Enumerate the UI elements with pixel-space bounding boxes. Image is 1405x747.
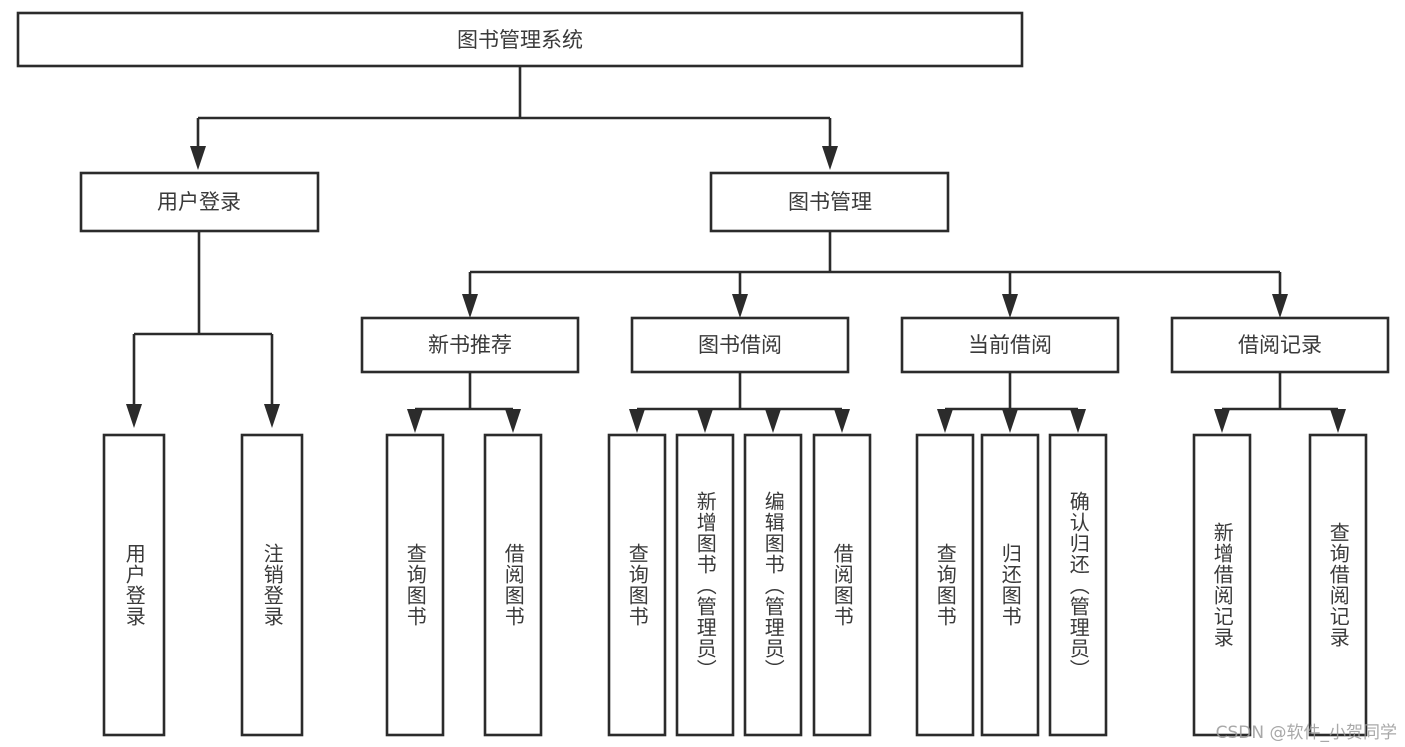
- root-label: 图书管理系统: [457, 28, 583, 52]
- arrow-to-book-management: [822, 146, 838, 170]
- book-management-label: 图书管理: [788, 190, 872, 214]
- node-book-borrow[interactable]: 图书借阅: [630, 316, 850, 374]
- connector-new-book-recommend-to-leaves: [407, 372, 521, 433]
- connector-borrow-record-to-leaves: [1214, 372, 1346, 433]
- arrow-to-leaf-confirm-return: [1070, 409, 1086, 433]
- leaf-box-borrow-book-1[interactable]: [483, 433, 543, 737]
- new-book-recommend-label: 新书推荐: [428, 333, 512, 357]
- arrow-to-leaf-query-record: [1330, 409, 1346, 433]
- connector-user-login-to-leaves: [126, 231, 280, 428]
- leaf-box-confirm-return[interactable]: [1048, 433, 1108, 737]
- arrow-to-leaf-add-book: [697, 409, 713, 433]
- arrow-to-borrow-record: [1272, 294, 1288, 318]
- node-user-login[interactable]: 用户登录: [79, 171, 320, 233]
- arrow-to-leaf-query-book-3: [937, 409, 953, 433]
- leaf-box-query-record[interactable]: [1308, 433, 1368, 737]
- leaf-box-borrow-book-2[interactable]: [812, 433, 872, 737]
- new-book-recommend-box: [360, 316, 580, 374]
- arrow-to-leaf-borrow-book-2: [834, 409, 850, 433]
- node-new-book-recommend[interactable]: 新书推荐: [360, 316, 580, 374]
- user-login-box: [79, 171, 320, 233]
- leaf-box-query-book-1[interactable]: [385, 433, 445, 737]
- current-borrow-label: 当前借阅: [968, 333, 1052, 357]
- arrow-to-leaf-query-book-1: [407, 409, 423, 433]
- leaf-box-add-record[interactable]: [1192, 433, 1252, 737]
- book-borrow-label: 图书借阅: [698, 333, 782, 357]
- borrow-record-label: 借阅记录: [1238, 333, 1322, 357]
- leaf-box-user-login[interactable]: [102, 433, 166, 737]
- node-current-borrow[interactable]: 当前借阅: [900, 316, 1120, 374]
- root-box: [16, 11, 1024, 68]
- arrow-to-current-borrow: [1002, 294, 1018, 318]
- arrow-to-leaf-query-book-2: [629, 409, 645, 433]
- arrow-to-leaf-user-login: [126, 404, 142, 428]
- watermark-text: CSDN @软件_小贺同学: [1215, 723, 1397, 743]
- arrow-to-leaf-return-book: [1002, 409, 1018, 433]
- leaf-box-edit-book[interactable]: [743, 433, 803, 737]
- arrow-to-book-borrow: [732, 294, 748, 318]
- node-root[interactable]: 图书管理系统: [16, 11, 1024, 68]
- leaf-box-add-book[interactable]: [675, 433, 735, 737]
- current-borrow-box: [900, 316, 1120, 374]
- leaf-box-query-book-3[interactable]: [915, 433, 975, 737]
- node-book-management[interactable]: 图书管理: [709, 171, 950, 233]
- arrow-to-leaf-borrow-book-1: [505, 409, 521, 433]
- leaf-box-query-book-2[interactable]: [607, 433, 667, 737]
- leaf-box-return-book[interactable]: [980, 433, 1040, 737]
- arrow-to-leaf-logout-login: [264, 404, 280, 428]
- connector-root-to-level1: [190, 66, 838, 170]
- arrow-to-leaf-add-record: [1214, 409, 1230, 433]
- connector-book-management-to-level2: [462, 231, 1288, 318]
- node-borrow-record[interactable]: 借阅记录: [1170, 316, 1390, 374]
- leaf-box-logout-login[interactable]: [240, 433, 304, 737]
- arrow-to-user-login: [190, 146, 206, 170]
- arrow-to-leaf-edit-book: [765, 409, 781, 433]
- arrow-to-new-book-recommend: [462, 294, 478, 318]
- connector-book-borrow-to-leaves: [629, 372, 850, 433]
- connector-current-borrow-to-leaves: [937, 372, 1086, 433]
- user-login-label: 用户登录: [157, 190, 241, 214]
